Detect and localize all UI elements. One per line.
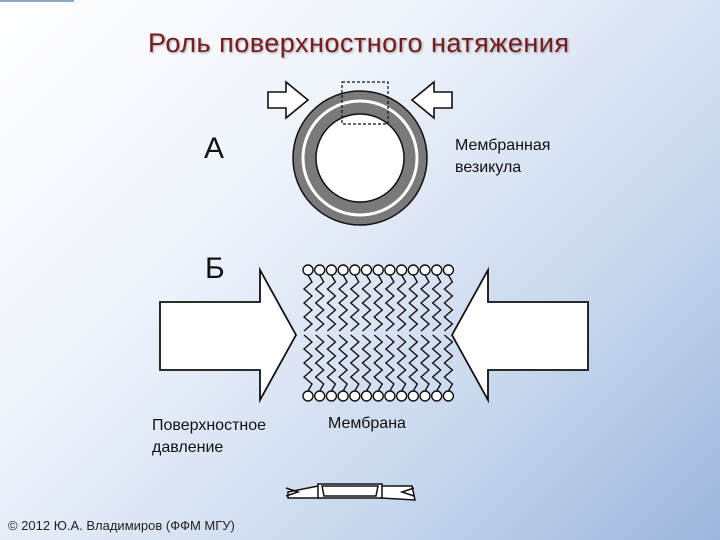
- lipid-tail-bottom: [398, 335, 406, 391]
- lipid-head-bottom: [362, 391, 372, 401]
- arrow-small-right: [412, 82, 452, 118]
- lipid-head-top: [326, 265, 336, 275]
- lipid-head-top: [362, 265, 372, 275]
- lipid-tail-top: [398, 275, 406, 331]
- lipid-head-top: [373, 265, 383, 275]
- footer-copyright: © 2012 Ю.А. Владимиров (ФФМ МГУ): [8, 518, 235, 533]
- membrane-ribbon-icon: [286, 484, 415, 500]
- lipid-head-top: [315, 265, 325, 275]
- lipid-head-bottom: [326, 391, 336, 401]
- lipid-head-top: [443, 265, 453, 275]
- lipid-head-bottom: [338, 391, 348, 401]
- lipid-head-top: [397, 265, 407, 275]
- lipid-head-bottom: [373, 391, 383, 401]
- lipid-tail-top: [409, 275, 417, 331]
- lipid-head-bottom: [432, 391, 442, 401]
- lipid-tail-bottom: [409, 335, 417, 391]
- lipid-head-top: [420, 265, 430, 275]
- lipid-head-top: [350, 265, 360, 275]
- lipid-tail-bottom: [304, 335, 312, 391]
- lipid-tail-bottom: [374, 335, 382, 391]
- arrow-small-left: [268, 82, 308, 118]
- lipid-head-bottom: [420, 391, 430, 401]
- lipid-tail-bottom: [433, 335, 441, 391]
- lipid-tail-bottom: [351, 335, 359, 391]
- arrow-big-left: [160, 270, 296, 400]
- lipid-head-top: [385, 265, 395, 275]
- lipid-tail-bottom: [327, 335, 335, 391]
- lipid-tail-top: [421, 275, 429, 331]
- lipid-tail-top: [304, 275, 312, 331]
- lipid-tail-bottom: [339, 335, 347, 391]
- lipid-head-bottom: [408, 391, 418, 401]
- lipid-tail-bottom: [444, 335, 452, 391]
- lipid-head-bottom: [397, 391, 407, 401]
- lipid-tail-top: [374, 275, 382, 331]
- lipid-tail-bottom: [363, 335, 371, 391]
- lipid-head-bottom: [350, 391, 360, 401]
- lipid-tail-top: [386, 275, 394, 331]
- lipid-head-top: [432, 265, 442, 275]
- lipid-head-top: [408, 265, 418, 275]
- lipid-head-top: [303, 265, 313, 275]
- lipid-head-bottom: [315, 391, 325, 401]
- lipid-tail-bottom: [316, 335, 324, 391]
- lipid-tail-top: [351, 275, 359, 331]
- lipid-tail-top: [444, 275, 452, 331]
- lipid-head-bottom: [443, 391, 453, 401]
- lipid-tail-bottom: [421, 335, 429, 391]
- arrow-big-right: [452, 270, 588, 400]
- lipid-tail-bottom: [386, 335, 394, 391]
- lipid-head-top: [338, 265, 348, 275]
- membrane-vesicle: [293, 91, 427, 225]
- lipid-tail-top: [327, 275, 335, 331]
- lipid-head-bottom: [303, 391, 313, 401]
- lipid-tail-top: [339, 275, 347, 331]
- membrane-bilayer: [303, 265, 453, 401]
- lipid-tail-top: [316, 275, 324, 331]
- lipid-tail-top: [433, 275, 441, 331]
- lipid-head-bottom: [385, 391, 395, 401]
- lipid-tail-top: [363, 275, 371, 331]
